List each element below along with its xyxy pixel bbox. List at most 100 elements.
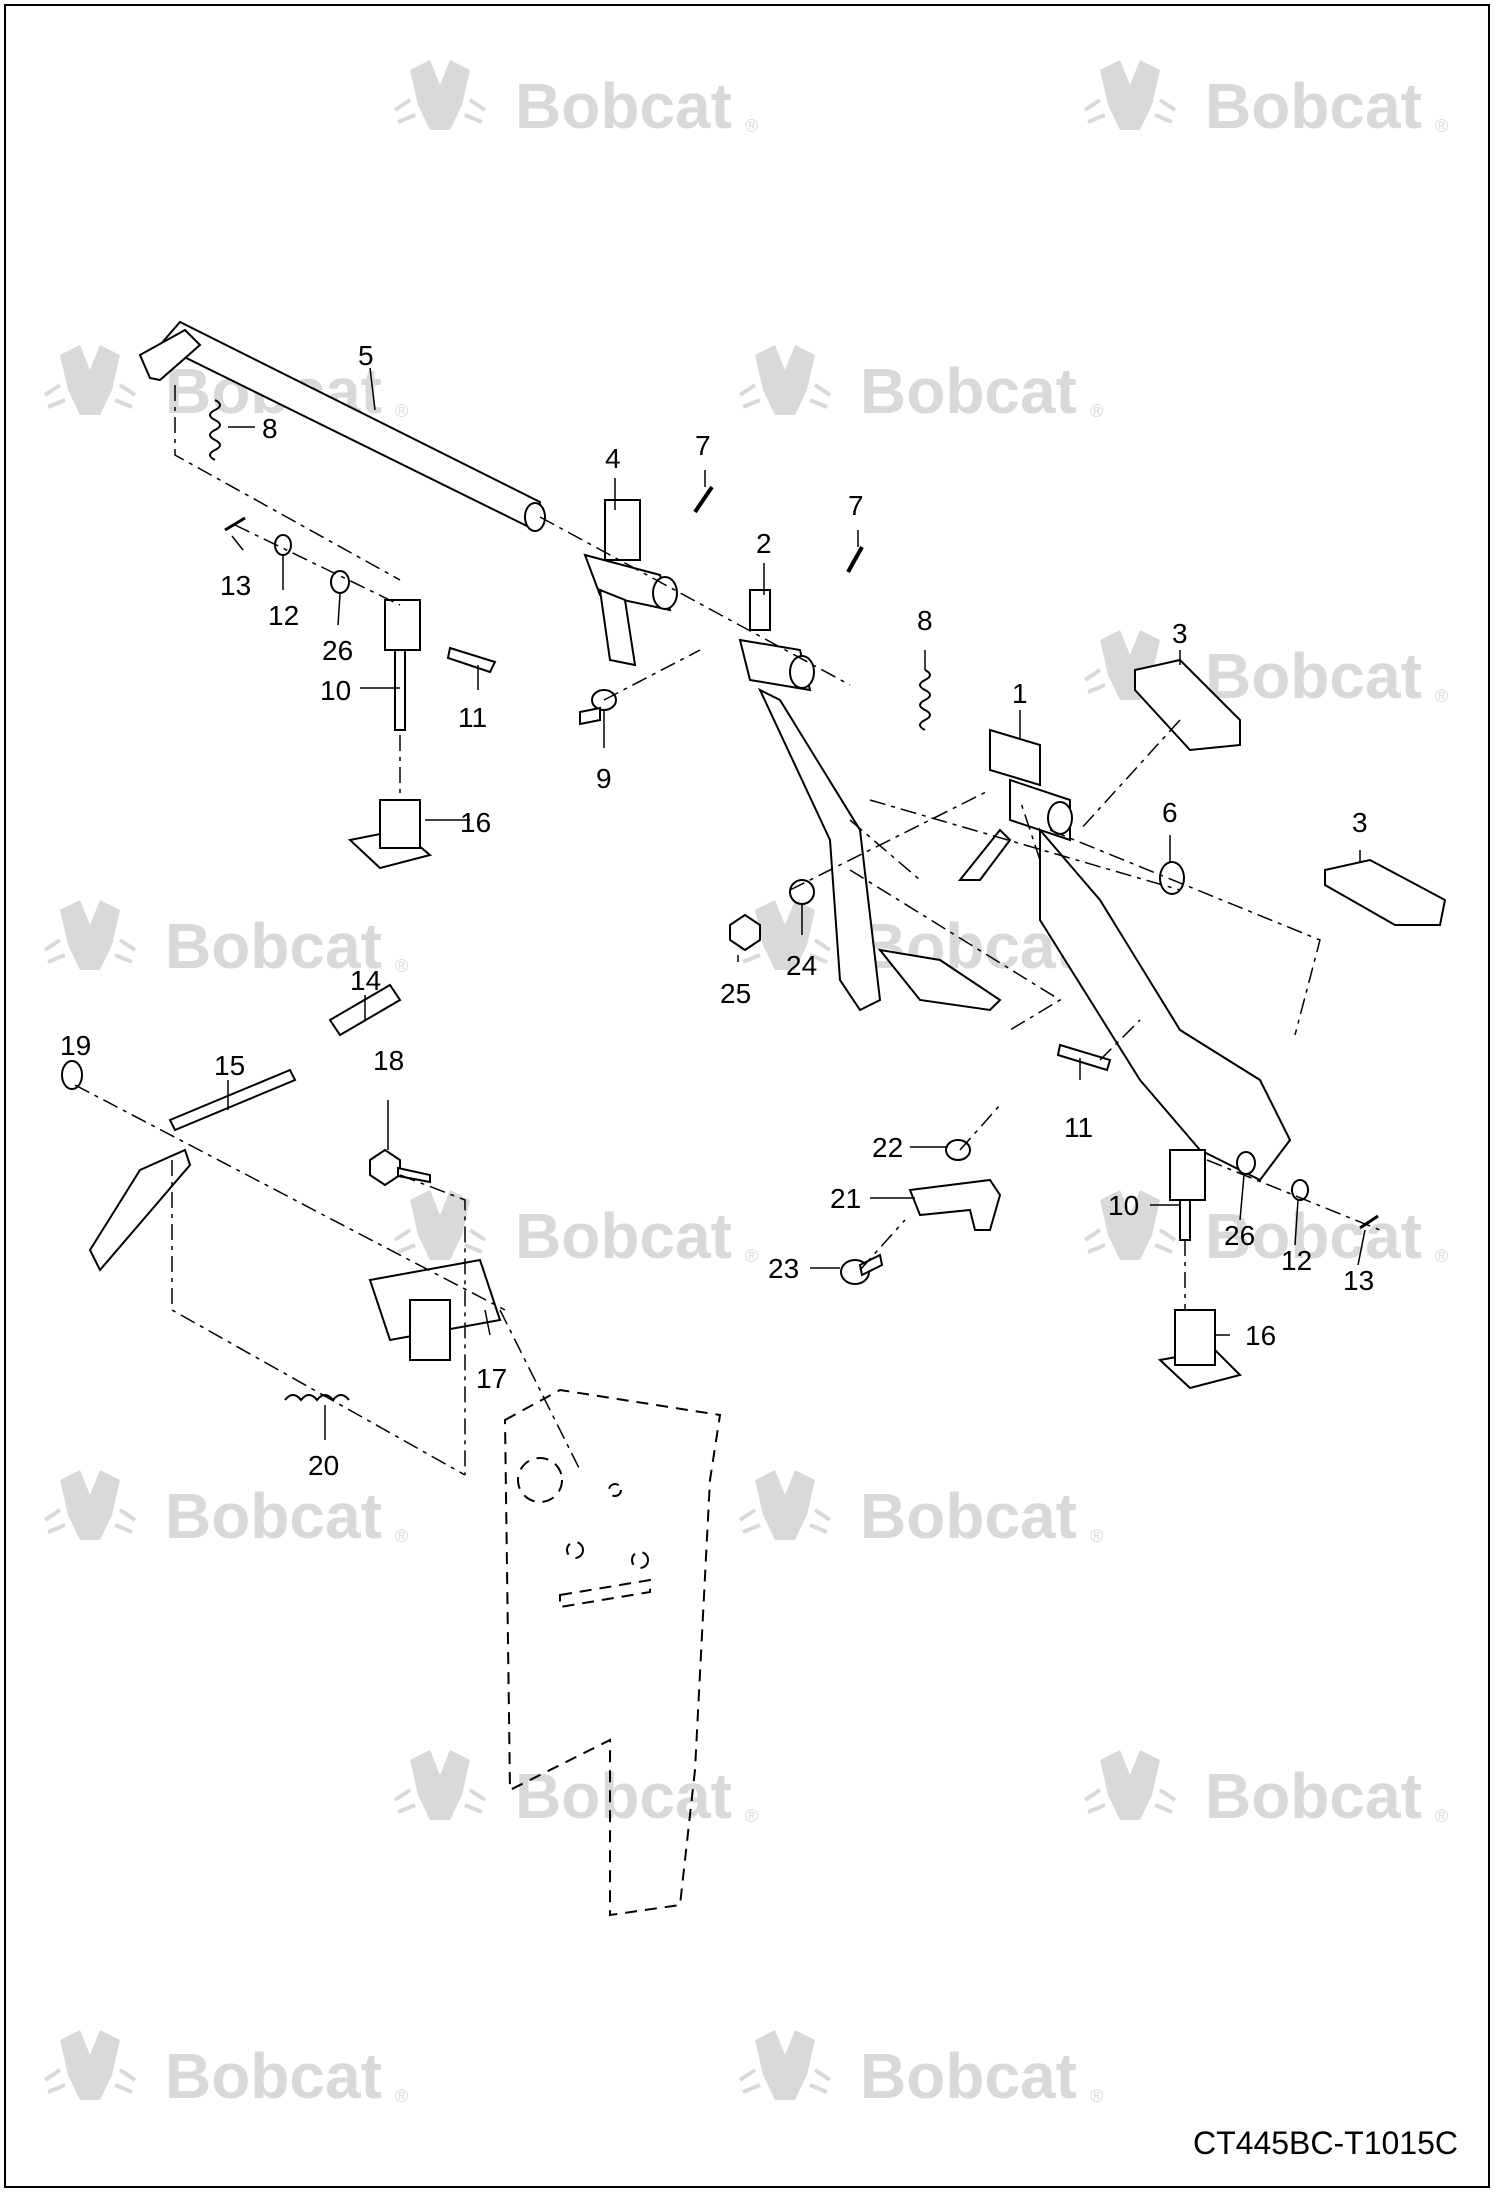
callout-14: 14 <box>350 965 381 996</box>
bolt-part-23 <box>840 1253 884 1285</box>
bobcat-watermark: Bobcat ® <box>1083 628 1448 712</box>
watermark-text: Bobcat <box>860 2040 1077 2112</box>
bobcat-logo-icon <box>738 2028 832 2102</box>
watermark-text: Bobcat <box>1205 70 1422 142</box>
damper-part-16a <box>347 799 433 870</box>
shaft-part-5 <box>138 320 546 532</box>
ring-part-19 <box>61 1060 83 1090</box>
callout-26: 26 <box>1224 1220 1255 1251</box>
watermark-registered-mark: ® <box>745 1806 758 1826</box>
callout-21: 21 <box>830 1183 861 1214</box>
clip-part-13b <box>1359 1214 1379 1230</box>
watermark-registered-mark: ® <box>395 2086 408 2106</box>
bobcat-logo-icon <box>393 1188 487 1262</box>
bobcat-watermark: Bobcat® <box>43 898 408 982</box>
spring-part-20 <box>284 1394 350 1402</box>
watermark-registered-mark: ® <box>395 1526 408 1546</box>
callout-24: 24 <box>786 950 817 981</box>
callout-9: 9 <box>596 763 612 794</box>
clip-part-13a <box>224 516 246 532</box>
watermark-text: Bobcat <box>165 910 382 982</box>
bobcat-logo-icon <box>43 898 137 972</box>
bobcat-watermark: Bobcat ® <box>43 2028 408 2112</box>
watermark-text: Bobcat <box>1205 1760 1422 1832</box>
watermark-text: Bobcat <box>165 2040 382 2112</box>
bobcat-watermark: Bobcat ® <box>393 1188 758 1272</box>
rod-part-10a <box>384 599 421 731</box>
watermark-registered-mark: ® <box>1435 1246 1448 1266</box>
bobcat-logo-icon <box>1083 1748 1177 1822</box>
callout-16: 16 <box>1245 1320 1276 1351</box>
bobcat-watermark: Bobcat ® <box>738 2028 1103 2112</box>
bobcat-watermark: Bobcat ® <box>43 1468 408 1552</box>
spring-part-8b <box>919 669 931 731</box>
pin-part-7b <box>846 546 864 573</box>
callout-16: 16 <box>460 807 491 838</box>
callout-8: 8 <box>262 413 278 444</box>
pedal-arm-part-1 <box>957 728 1292 1182</box>
callout-19: 19 <box>60 1030 91 1061</box>
bracket-part-17 <box>368 1258 502 1361</box>
watermark-registered-mark: ® <box>1090 1526 1103 1546</box>
pedal-pad-part-3b <box>1324 858 1447 926</box>
callout-12: 12 <box>1281 1245 1312 1276</box>
bobcat-watermark: Bobcat ® <box>1083 58 1448 142</box>
callout-1: 1 <box>1012 678 1028 709</box>
bobcat-logo-icon <box>43 343 137 417</box>
callout-2: 2 <box>756 528 772 559</box>
callout-13: 13 <box>1343 1265 1374 1296</box>
bobcat-watermark: Bobcat ® <box>393 58 758 142</box>
bracket-part-21 <box>908 1178 1002 1231</box>
nut-part-25 <box>729 913 761 952</box>
callout-3: 3 <box>1172 618 1188 649</box>
drawing-frame <box>4 4 1490 2188</box>
pin-part-11a <box>446 646 497 674</box>
sleeve-part-2 <box>738 589 815 692</box>
bolt-part-9 <box>579 689 617 726</box>
callout-12: 12 <box>268 600 299 631</box>
watermark-registered-mark: ® <box>745 116 758 136</box>
bobcat-logo-icon <box>738 343 832 417</box>
callout-17: 17 <box>476 1363 507 1394</box>
watermark-text: Bobcat <box>165 1480 382 1552</box>
pedal-lever-part-2 <box>757 687 1002 1012</box>
lever-part-15 <box>88 1068 297 1272</box>
pin-part-7a <box>693 485 714 514</box>
watermark-text: Bobcat <box>1205 640 1422 712</box>
callout-23: 23 <box>768 1253 799 1284</box>
watermark-registered-mark: ® <box>395 401 408 421</box>
watermark-registered-mark: ® <box>1435 116 1448 136</box>
bushing-part-24 <box>789 879 815 905</box>
callout-7: 7 <box>848 490 864 521</box>
bobcat-logo-icon <box>393 58 487 132</box>
bobcat-logo-icon <box>43 1468 137 1542</box>
drawing-reference-code: CT445BC-T1015C <box>1193 2125 1458 2161</box>
watermark-registered-mark: ® <box>1090 401 1103 421</box>
leader-lines <box>71 367 1366 1440</box>
sleeve-part-4 <box>583 499 678 667</box>
watermark-registered-mark: ® <box>1435 1806 1448 1826</box>
callout-6: 6 <box>1162 797 1178 828</box>
mounting-plate <box>503 1388 722 1917</box>
callout-5: 5 <box>358 340 374 371</box>
watermark-registered-mark: ® <box>1435 686 1448 706</box>
callout-26: 26 <box>322 635 353 666</box>
pin-part-11b <box>1056 1043 1112 1072</box>
parts-drawing <box>61 320 1447 1917</box>
callout-8: 8 <box>917 605 933 636</box>
bobcat-logo-icon <box>738 1468 832 1542</box>
callout-4: 4 <box>605 443 621 474</box>
snap-ring-part-6 <box>1159 861 1185 895</box>
ring-part-26a <box>330 570 350 594</box>
watermark-text: Bobcat <box>515 70 732 142</box>
watermark-text: Bobcat <box>515 1200 732 1272</box>
callout-7: 7 <box>695 430 711 461</box>
callout-22: 22 <box>872 1132 903 1163</box>
watermark-registered-mark: ® <box>1090 2086 1103 2106</box>
damper-part-16b <box>1157 1309 1242 1390</box>
callout-15: 15 <box>214 1050 245 1081</box>
bolt-part-18 <box>369 1148 431 1187</box>
watermark-registered-mark: ® <box>745 1246 758 1266</box>
bobcat-watermark: Bobcat ® <box>1083 1748 1448 1832</box>
